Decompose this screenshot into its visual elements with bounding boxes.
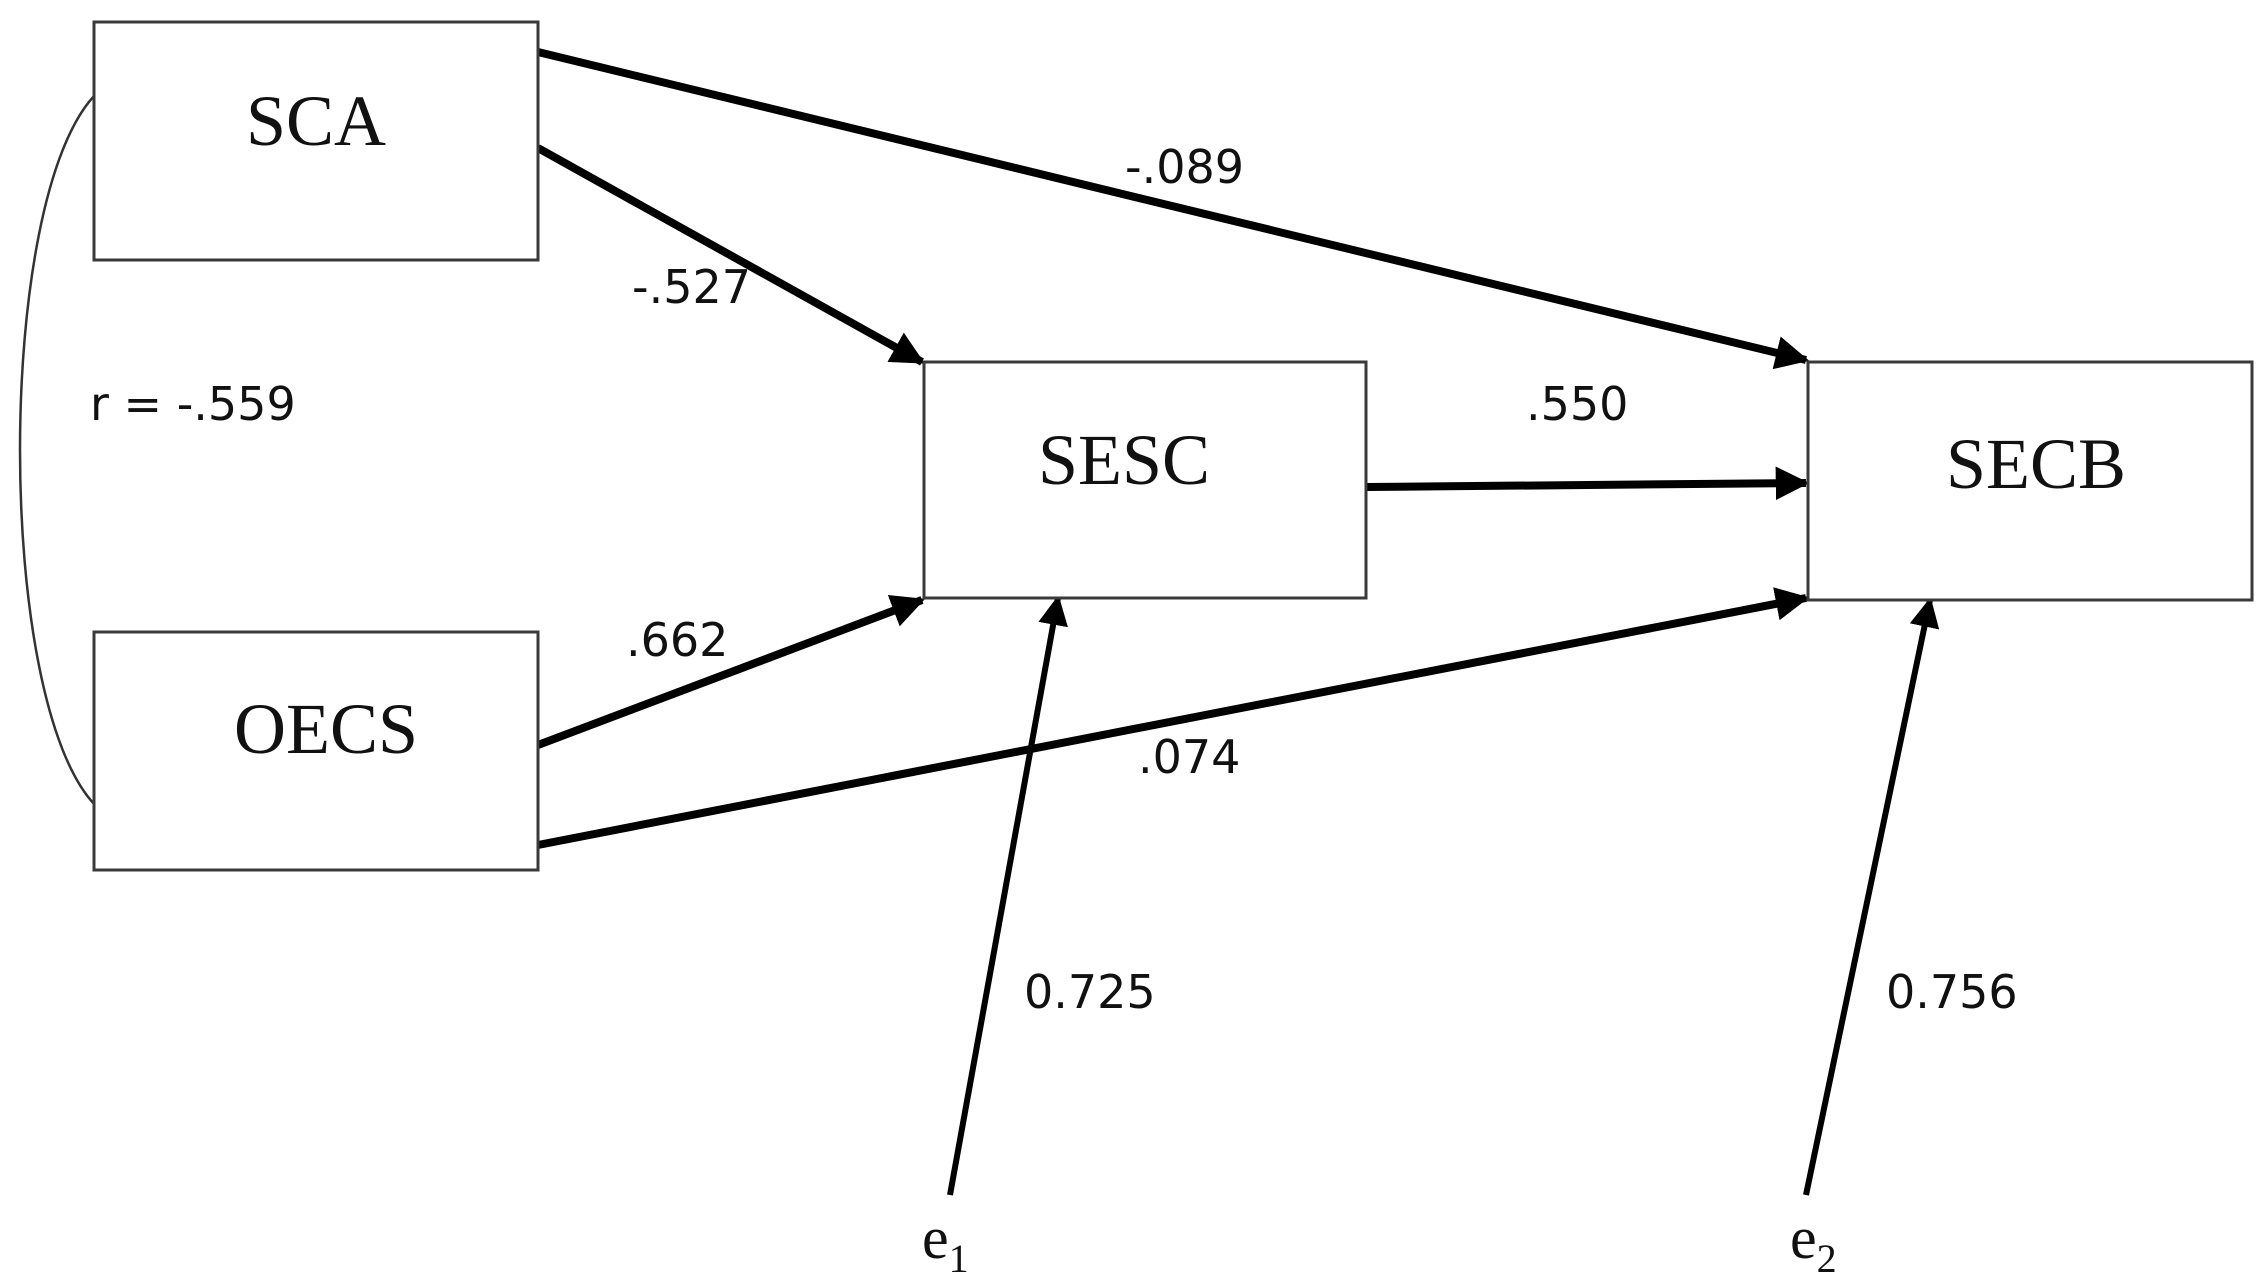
path-sca-to-secb bbox=[537, 48, 1810, 370]
node-sesc: SESC bbox=[922, 360, 1368, 600]
path-sca-to-sesc bbox=[536, 144, 925, 366]
correlation-label: r = -.559 bbox=[90, 377, 296, 431]
node-sesc-label: SESC bbox=[1038, 420, 1210, 500]
coef-sca-sesc: -.527 bbox=[632, 260, 751, 314]
coef-sesc-secb: .550 bbox=[1526, 377, 1628, 431]
node-secb: SECB bbox=[1806, 360, 2254, 602]
node-sca: SCA bbox=[92, 20, 540, 262]
coef-oecs-secb: .074 bbox=[1138, 730, 1240, 784]
coef-oecs-sesc: .662 bbox=[626, 613, 728, 667]
path-e2-to-secb bbox=[1803, 597, 1940, 1196]
path-oecs-to-sesc bbox=[536, 594, 926, 749]
error-e2-label: e2 bbox=[1790, 1205, 1837, 1281]
path-oecs-to-secb bbox=[537, 587, 1810, 849]
coef-e1-sesc: 0.725 bbox=[1024, 965, 1156, 1019]
node-sca-label: SCA bbox=[246, 81, 386, 161]
path-sesc-to-secb bbox=[1365, 466, 1810, 501]
path-e1-to-sesc bbox=[947, 595, 1068, 1196]
node-oecs: OECS bbox=[92, 630, 540, 872]
coef-e2-secb: 0.756 bbox=[1886, 965, 2018, 1019]
node-oecs-label: OECS bbox=[234, 689, 418, 769]
correlation-curve bbox=[18, 94, 96, 806]
coef-sca-secb: -.089 bbox=[1125, 140, 1244, 194]
error-e1-label: e1 bbox=[922, 1205, 969, 1281]
node-secb-label: SECB bbox=[1946, 424, 2126, 504]
